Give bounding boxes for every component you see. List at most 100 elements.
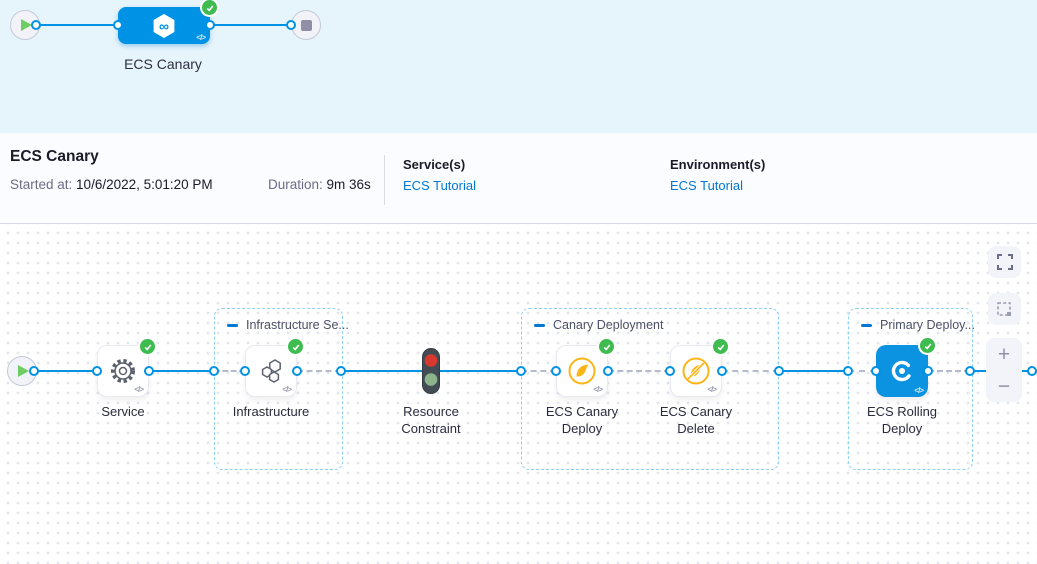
- step-label: Infrastructure: [232, 404, 310, 419]
- edge: [149, 370, 214, 372]
- code-icon: </>: [282, 385, 292, 394]
- edge: [36, 24, 118, 26]
- success-check-icon: [920, 338, 935, 353]
- started-label: Started at:: [10, 177, 73, 192]
- success-check-icon: [202, 0, 217, 15]
- dashed-edge: [214, 370, 245, 372]
- svg-text:∞: ∞: [159, 18, 169, 34]
- pipeline-end-node: [291, 10, 321, 40]
- traffic-light-icon: [422, 348, 440, 394]
- group-label: Canary Deployment: [553, 318, 664, 332]
- dashed-edge: [297, 370, 341, 372]
- infrastructure-icon: [261, 359, 281, 383]
- step-ecs-canary-delete[interactable]: </>: [670, 339, 728, 397]
- services-column: Service(s) ECS Tutorial: [403, 157, 476, 193]
- step-label: ECS Rolling Deploy: [866, 404, 938, 436]
- services-link[interactable]: ECS Tutorial: [403, 178, 476, 193]
- connector-port: [113, 20, 123, 30]
- connector-port: [29, 366, 39, 376]
- collapse-icon[interactable]: [227, 323, 238, 327]
- dashed-edge: [722, 370, 779, 372]
- environments-column: Environment(s) ECS Tutorial: [670, 157, 765, 193]
- dashed-edge: [928, 370, 970, 372]
- connector-port: [1027, 366, 1037, 376]
- harness-cd-icon: ∞: [153, 13, 175, 38]
- stop-icon: [300, 19, 312, 31]
- connector-port: [923, 366, 933, 376]
- collapse-icon[interactable]: [861, 323, 872, 327]
- step-ecs-canary-deploy[interactable]: </>: [556, 339, 614, 397]
- step-service[interactable]: </>: [97, 339, 155, 397]
- canary-deploy-icon: [568, 357, 596, 385]
- group-primary-deployment: Primary Deploy...: [848, 308, 975, 470]
- stage-name-label: ECS Canary: [124, 56, 202, 72]
- play-icon: [18, 365, 29, 377]
- execution-title: ECS Canary: [10, 148, 99, 165]
- zoom-controls: + −: [986, 338, 1022, 402]
- connector-port: [92, 366, 102, 376]
- stage-overview-band: ∞ </> ECS Canary: [0, 0, 1037, 133]
- connector-port: [871, 366, 881, 376]
- connector-port: [286, 20, 296, 30]
- dashed-edge: [521, 370, 556, 372]
- collapse-icon[interactable]: [534, 323, 545, 327]
- edge: [341, 370, 423, 372]
- started-value: 10/6/2022, 5:01:20 PM: [72, 177, 213, 192]
- group-label: Primary Deploy...: [880, 318, 975, 332]
- zoom-out-button[interactable]: −: [997, 374, 1011, 398]
- connector-port: [516, 366, 526, 376]
- group-header: Primary Deploy...: [861, 318, 975, 332]
- code-icon: </>: [196, 33, 206, 42]
- gear-icon: [111, 359, 135, 383]
- connector-port: [965, 366, 975, 376]
- group-infrastructure-section: Infrastructure Se...: [214, 308, 349, 470]
- divider: [384, 155, 385, 205]
- duration-label: Duration:: [268, 177, 323, 192]
- started-at: Started at: 10/6/2022, 5:01:20 PM: [10, 177, 213, 192]
- canary-delete-icon: [682, 357, 710, 385]
- fullscreen-button[interactable]: [988, 246, 1021, 278]
- environments-link[interactable]: ECS Tutorial: [670, 178, 743, 193]
- edge: [440, 370, 521, 372]
- environments-label: Environment(s): [670, 157, 766, 172]
- dashed-edge: [848, 370, 876, 372]
- step-ecs-rolling-deploy[interactable]: </>: [876, 338, 935, 397]
- connector-port: [292, 366, 302, 376]
- connector-port: [205, 20, 215, 30]
- marquee-select-button[interactable]: [988, 293, 1021, 325]
- connector-port: [240, 366, 250, 376]
- connector-port: [31, 20, 41, 30]
- group-label: Infrastructure Se...: [246, 318, 349, 332]
- stage-node-ecs-canary[interactable]: ∞ </>: [118, 0, 217, 44]
- connector-port: [843, 366, 853, 376]
- connector-port: [717, 366, 727, 376]
- step-label: ECS Canary Delete: [659, 404, 733, 436]
- ecs-rolling-deploy-icon: [891, 360, 913, 382]
- group-canary-deployment: Canary Deployment: [521, 308, 779, 470]
- step-resource-constraint[interactable]: [422, 348, 440, 399]
- duration: Duration: 9m 36s: [268, 177, 371, 192]
- step-infrastructure[interactable]: </>: [245, 339, 303, 397]
- code-icon: </>: [707, 385, 717, 394]
- group-header: Canary Deployment: [534, 318, 663, 332]
- group-header: Infrastructure Se...: [227, 318, 349, 332]
- success-check-icon: [140, 339, 155, 354]
- success-check-icon: [599, 339, 614, 354]
- code-icon: </>: [134, 385, 144, 394]
- code-icon: </>: [593, 385, 603, 394]
- zoom-in-button[interactable]: +: [997, 342, 1011, 366]
- connector-port: [336, 366, 346, 376]
- execution-graph-canvas[interactable]: Infrastructure Se... Canary Deployment P…: [0, 224, 1037, 564]
- connector-port: [551, 366, 561, 376]
- success-check-icon: [713, 339, 728, 354]
- duration-value: 9m 36s: [322, 177, 371, 192]
- code-icon: </>: [914, 386, 924, 395]
- edge: [779, 370, 848, 372]
- connector-port: [209, 366, 219, 376]
- play-icon: [21, 19, 32, 31]
- connector-port: [144, 366, 154, 376]
- step-label: Resource Constraint: [401, 404, 461, 436]
- fullscreen-icon: [996, 254, 1013, 270]
- step-label: ECS Canary Deploy: [545, 404, 619, 436]
